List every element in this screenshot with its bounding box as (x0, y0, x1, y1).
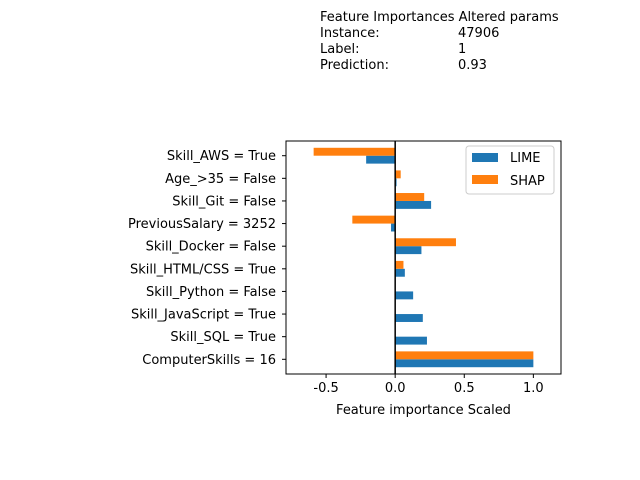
y-tick-label: Skill_SQL = True (170, 330, 276, 345)
legend-label-lime: LIME (510, 151, 541, 166)
y-tick-label: Skill_Python = False (146, 285, 276, 300)
y-tick-label: Skill_Git = False (172, 194, 276, 209)
bar-lime-5 (395, 268, 405, 277)
bar-lime-8 (395, 336, 427, 345)
y-tick-label: Skill_HTML/CSS = True (130, 262, 276, 277)
x-tick-label: 0.0 (385, 381, 406, 396)
y-tick-label: Skill_JavaScript = True (131, 308, 276, 323)
bar-shap-1 (395, 170, 401, 179)
bar-shap-2 (395, 193, 425, 201)
bar-lime-9 (395, 359, 534, 368)
header-title: Feature Importances Altered params (320, 10, 559, 25)
prediction-value: 0.93 (458, 58, 487, 73)
label-value: 1 (458, 42, 466, 57)
plot-frame (285, 140, 562, 375)
bar-lime-6 (395, 291, 414, 300)
bar-shap-5 (395, 260, 404, 269)
bar-lime-7 (395, 314, 423, 322)
legend-swatch-lime (472, 153, 498, 162)
x-tick-label: 0.5 (454, 381, 475, 396)
x-ticks: -0.5 0.0 0.5 1.0 (313, 374, 544, 396)
bars-layer (313, 147, 534, 368)
x-axis-label: Feature importance Scaled (336, 403, 511, 418)
y-tick-label: Skill_Docker = False (146, 240, 276, 255)
bar-lime-0 (366, 155, 396, 164)
y-tick-label: Age_>35 = False (165, 172, 276, 187)
prediction-label: Prediction: (320, 58, 389, 73)
x-tick-label: 1.0 (523, 381, 544, 396)
legend: LIME SHAP (465, 145, 555, 195)
bar-lime-2 (395, 200, 432, 209)
legend-swatch-shap (472, 175, 498, 184)
bar-shap-9 (395, 351, 534, 360)
bar-shap-4 (395, 238, 456, 247)
instance-value: 47906 (458, 26, 499, 41)
bar-shap-0 (313, 147, 396, 156)
header-block: Feature Importances Altered params Insta… (320, 10, 559, 73)
bar-shap-3 (352, 215, 396, 224)
y-tick-label: Skill_AWS = True (167, 149, 276, 164)
y-tick-label: PreviousSalary = 3252 (128, 217, 276, 232)
legend-label-shap: SHAP (510, 174, 545, 189)
instance-label: Instance: (320, 26, 380, 41)
y-tick-label: ComputerSkills = 16 (142, 353, 276, 368)
x-tick-label: -0.5 (313, 381, 338, 396)
bar-lime-4 (395, 246, 422, 255)
label-label: Label: (320, 42, 359, 57)
bar-lime-3 (391, 223, 396, 232)
